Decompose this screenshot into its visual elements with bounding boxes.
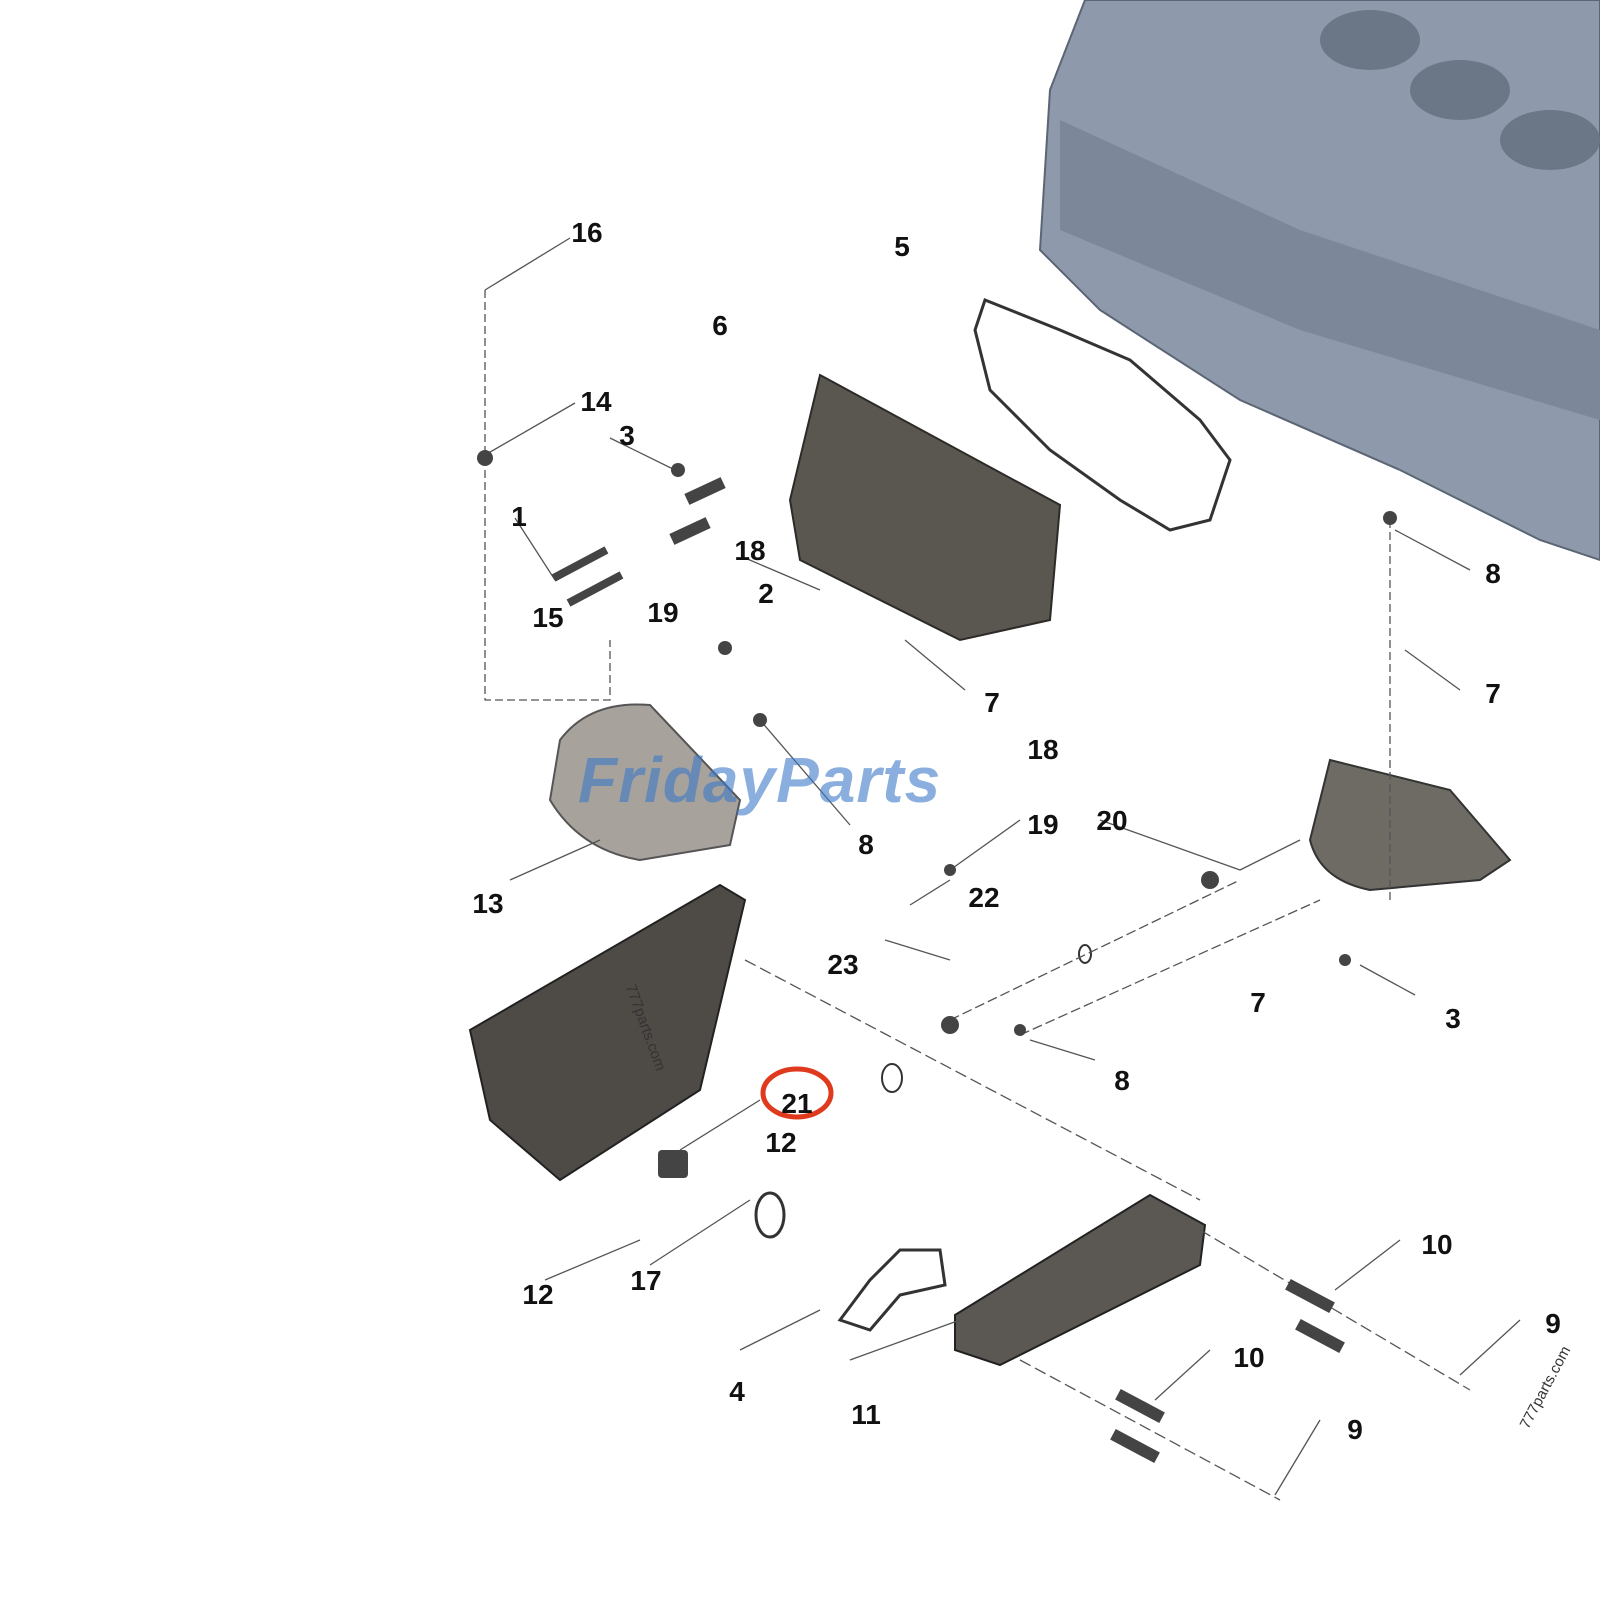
gasket-4 xyxy=(837,1248,947,1332)
o-ring xyxy=(754,1191,786,1239)
callout-label: 9 xyxy=(1545,1308,1561,1339)
o-ring xyxy=(1078,944,1092,964)
callout-label: 23 xyxy=(827,949,859,980)
callout-label: 7 xyxy=(1485,678,1501,709)
connector-21 xyxy=(658,1150,688,1178)
engine-block xyxy=(1038,0,1600,562)
callout-label: 10 xyxy=(1421,1229,1453,1260)
bolts xyxy=(477,450,1397,1464)
o-ring xyxy=(881,1063,903,1093)
callout-label: 12 xyxy=(522,1279,554,1310)
callout-label: 3 xyxy=(619,420,635,451)
callout-label: 8 xyxy=(1485,558,1501,589)
filter-housing-13 xyxy=(548,703,742,862)
housing-6 xyxy=(788,373,1062,642)
callout-label: 22 xyxy=(968,882,1000,913)
oil-pan-housing xyxy=(468,883,747,1182)
gasket-5 xyxy=(973,298,1232,532)
callout-label: 8 xyxy=(1114,1065,1130,1096)
watermark-brand: FridayParts xyxy=(578,744,942,816)
highlight-circle xyxy=(760,1066,834,1120)
filter-housing-right xyxy=(1308,758,1512,892)
callout-label: 6 xyxy=(712,310,728,341)
callout-label: 15 xyxy=(532,602,564,633)
callout-label: 3 xyxy=(1445,1003,1461,1034)
callout-label: 18 xyxy=(1027,734,1059,765)
callout-label: 20 xyxy=(1096,805,1128,836)
callout-label: 18 xyxy=(734,535,766,566)
callout-label: 12 xyxy=(765,1127,797,1158)
leader-lines xyxy=(484,237,1521,1501)
callout-label: 11 xyxy=(851,1399,881,1430)
callout-label: 7 xyxy=(1250,987,1266,1018)
callout-label: 19 xyxy=(647,597,679,628)
callout-label: 13 xyxy=(472,888,504,919)
callout-label: 8 xyxy=(858,829,874,860)
callout-label: 19 xyxy=(1027,809,1059,840)
callout-label: 5 xyxy=(894,231,910,262)
callout-label: 1 xyxy=(511,501,527,532)
callout-label: 17 xyxy=(630,1265,662,1296)
callout-label: 10 xyxy=(1233,1342,1265,1373)
callout-label: 9 xyxy=(1347,1414,1363,1445)
callout-label: 16 xyxy=(571,217,603,248)
callout-label: 7 xyxy=(984,687,1000,718)
callout-label: 21 xyxy=(781,1088,813,1119)
callout-label: 4 xyxy=(729,1376,745,1407)
callout-label: 2 xyxy=(758,578,774,609)
oil-cooler-11 xyxy=(954,1193,1207,1367)
callout-label: 14 xyxy=(580,386,612,417)
